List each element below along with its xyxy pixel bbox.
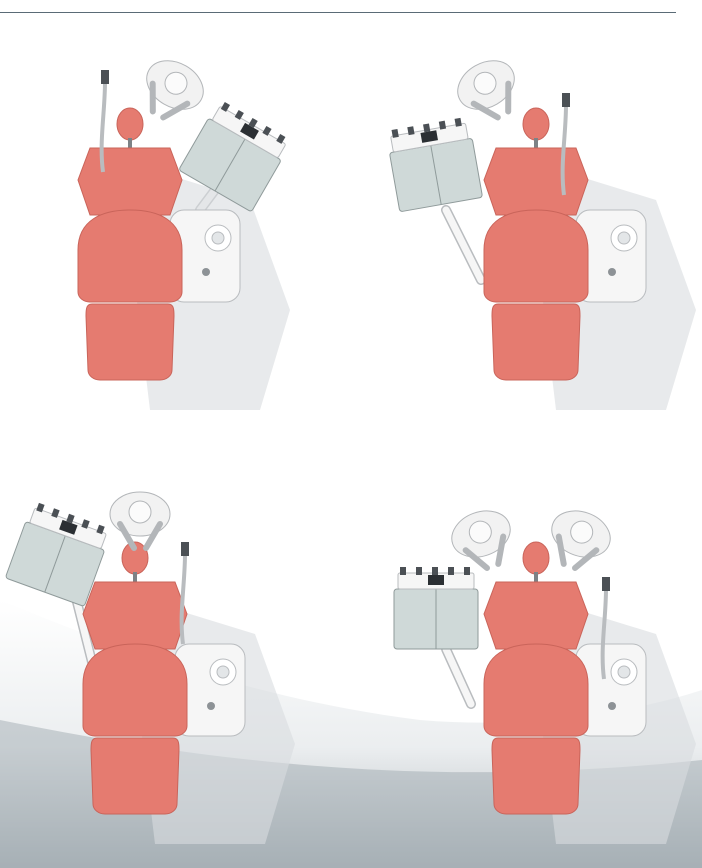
backrest (484, 582, 588, 649)
assistant-instrument-icon (181, 542, 189, 556)
tray-arm-highlight (446, 210, 481, 280)
cuspidor-drain-icon (618, 666, 630, 678)
seat (484, 210, 588, 302)
chair-configuration-2 (351, 10, 702, 444)
headrest-post (534, 138, 538, 148)
headrest (523, 542, 549, 574)
backrest (83, 582, 187, 649)
chair-illustration (0, 444, 351, 868)
backrest (484, 148, 588, 215)
tray-arm-highlight (446, 649, 471, 704)
headrest (117, 108, 143, 140)
handpiece-icon (400, 567, 406, 575)
instrument-tray (394, 567, 478, 649)
headrest-post (133, 572, 137, 582)
backrest (78, 148, 182, 215)
water-outlet-icon (608, 268, 616, 276)
chair-illustration (351, 10, 702, 444)
water-outlet-icon (207, 702, 215, 710)
instrument-tray (386, 116, 483, 211)
headrest-post (534, 572, 538, 582)
leg-rest (86, 304, 174, 380)
cuspidor-drain-icon (212, 232, 224, 244)
chair-illustration (0, 10, 351, 444)
chair-configuration-3 (0, 444, 351, 868)
chair-configuration-4 (351, 444, 702, 868)
seat (484, 644, 588, 736)
dentist-figure (449, 51, 529, 129)
cuspidor-drain-icon (618, 232, 630, 244)
dentist-head (129, 501, 151, 523)
dentist-figure (132, 51, 212, 129)
water-outlet-icon (202, 268, 210, 276)
handpiece-icon (432, 567, 438, 575)
handpiece-icon (416, 567, 422, 575)
seat (78, 210, 182, 302)
assistant-instrument-icon (602, 577, 610, 591)
seat (83, 644, 187, 736)
water-outlet-icon (608, 702, 616, 710)
assistant-instrument-icon (562, 93, 570, 107)
handpiece-icon (464, 567, 470, 575)
leg-rest (492, 738, 580, 814)
cuspidor-drain-icon (217, 666, 229, 678)
assistant-instrument-icon (101, 70, 109, 84)
dentist-figure (541, 503, 617, 576)
chair-configuration-1 (0, 10, 351, 444)
headrest (523, 108, 549, 140)
headrest-post (128, 138, 132, 148)
chair-illustration (351, 444, 702, 868)
handpiece-icon (448, 567, 454, 575)
dentist-figure (445, 503, 521, 576)
tray-display-icon (428, 575, 444, 585)
leg-rest (91, 738, 179, 814)
dentist-figure (110, 492, 170, 548)
leg-rest (492, 304, 580, 380)
